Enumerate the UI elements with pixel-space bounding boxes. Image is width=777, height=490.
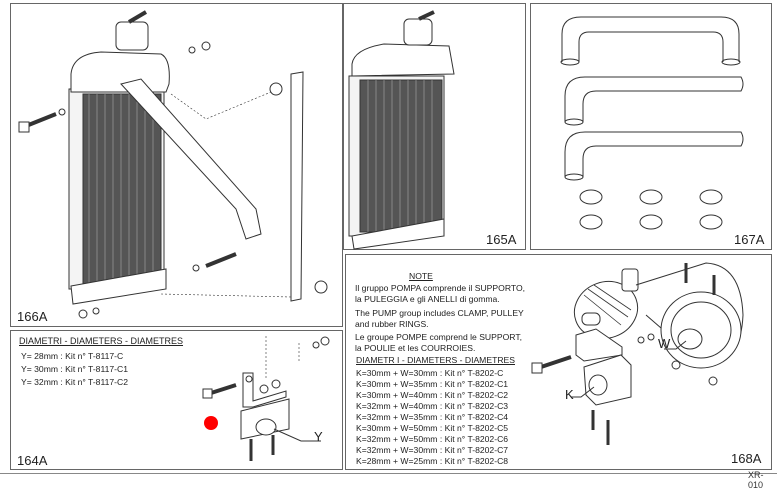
note-en-line: The PUMP group includes CLAMP, PULLEY — [355, 308, 524, 318]
hoses-and-clamps-illustration — [560, 16, 744, 230]
kit-row: K=30mm + W=50mm : Kit n° T-8202-C5 — [356, 423, 509, 433]
callout-y: Y — [314, 429, 323, 444]
kit-row: K=30mm + W=35mm : Kit n° T-8202-C1 — [356, 379, 509, 389]
radiator-illustration — [348, 10, 455, 250]
callout-k: K — [565, 387, 574, 402]
panel-label-168a: 168A — [731, 451, 762, 466]
note-fr-line: Le groupe POMPE comprend le SUPPORT, — [355, 332, 523, 342]
red-marker-dot — [204, 416, 218, 430]
kit-row: K=32mm + W=30mm : Kit n° T-8202-C7 — [356, 445, 509, 455]
panel-164a: DIAMETRI - DIAMETERS - DIAMETRES Y= 28mm… — [10, 330, 343, 470]
kit-row: K=32mm + W=40mm : Kit n° T-8202-C3 — [356, 401, 509, 411]
pump-clamp-illustration — [202, 336, 330, 461]
diameters-title-168a: DIAMETR I - DIAMETERS - DIAMETRES — [356, 355, 515, 365]
note-en-line: and rubber RINGS. — [355, 319, 429, 329]
note-it-line: Il gruppo POMPA comprende il SUPPORTO, — [355, 283, 526, 293]
note-title: NOTE — [409, 271, 433, 281]
kit-row: K=30mm + W=30mm : Kit n° T-8202-C — [356, 368, 504, 378]
water-pump-illustration — [531, 262, 744, 445]
kit-row: K=32mm + W=35mm : Kit n° T-8202-C4 — [356, 412, 509, 422]
panel-166a: 166A — [10, 3, 343, 327]
document-reference: XR-010 — [748, 470, 764, 490]
panel-label-165a: 165A — [486, 232, 517, 247]
kit-row: Y= 28mm : Kit n° T-8117-C — [21, 351, 124, 361]
panel-167a: 167A — [530, 3, 772, 250]
panel-label-166a: 166A — [17, 309, 48, 324]
panel-label-164a: 164A — [17, 453, 48, 468]
kit-row: Y= 30mm : Kit n° T-8117-C1 — [21, 364, 129, 374]
callout-w: W — [658, 336, 671, 351]
kit-row: K=28mm + W=25mm : Kit n° T-8202-C8 — [356, 456, 509, 466]
panel-label-167a: 167A — [734, 232, 765, 247]
footer-rule — [0, 473, 777, 474]
kit-row: K=30mm + W=40mm : Kit n° T-8202-C2 — [356, 390, 509, 400]
radiator-exploded-illustration — [18, 10, 328, 319]
note-it-line: la PULEGGIA e gli ANELLI di gomma. — [355, 294, 500, 304]
kit-row: Y= 32mm : Kit n° T-8117-C2 — [21, 377, 129, 387]
panel-168a: NOTE Il gruppo POMPA comprende il SUPPOR… — [345, 254, 772, 470]
panel-165a: 165A — [343, 3, 526, 250]
diameters-title-164a: DIAMETRI - DIAMETERS - DIAMETRES — [19, 336, 184, 346]
kit-row: K=32mm + W=50mm : Kit n° T-8202-C6 — [356, 434, 509, 444]
note-fr-line: la POULIE et les COURROIES. — [355, 343, 476, 353]
